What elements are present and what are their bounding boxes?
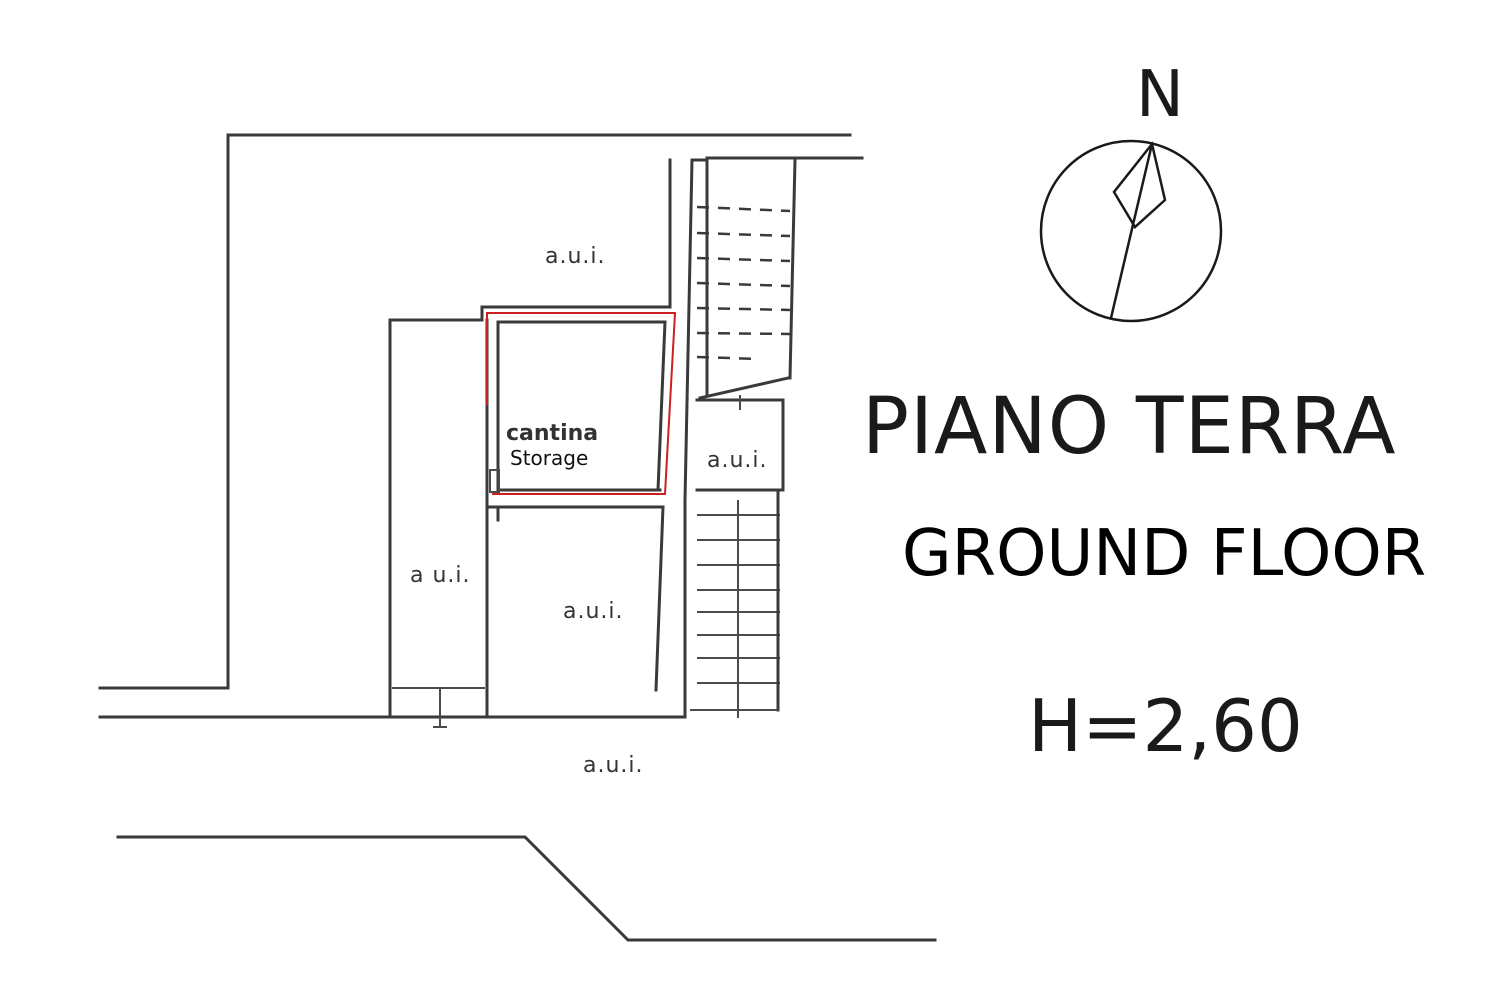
storage-label: cantina: [506, 421, 598, 446]
left-room-walls: [388, 318, 489, 728]
road-edge: [116, 835, 937, 942]
lower-room-walls: [485, 505, 665, 692]
staircase: [683, 156, 864, 719]
room-label-left: a u.i.: [410, 563, 471, 588]
ceiling-height-note: H=2,60: [1028, 684, 1303, 768]
room-label-center-lower: a.u.i.: [563, 599, 624, 624]
drawing-title-translation: GROUND FLOOR: [902, 517, 1427, 591]
drawing-title: PIANO TERRA: [862, 382, 1397, 472]
room-label-bottom: a.u.i.: [583, 753, 644, 778]
storage-room-walls: [480, 158, 672, 493]
room-label-top: a.u.i.: [545, 244, 606, 269]
room-label-stair-side: a.u.i.: [707, 448, 768, 473]
compass-north-letter: N: [1136, 58, 1184, 132]
storage-label-translation: Storage: [510, 446, 588, 470]
storage-highlight-outline: [486, 312, 677, 495]
north-arrow-icon: [1039, 139, 1223, 323]
